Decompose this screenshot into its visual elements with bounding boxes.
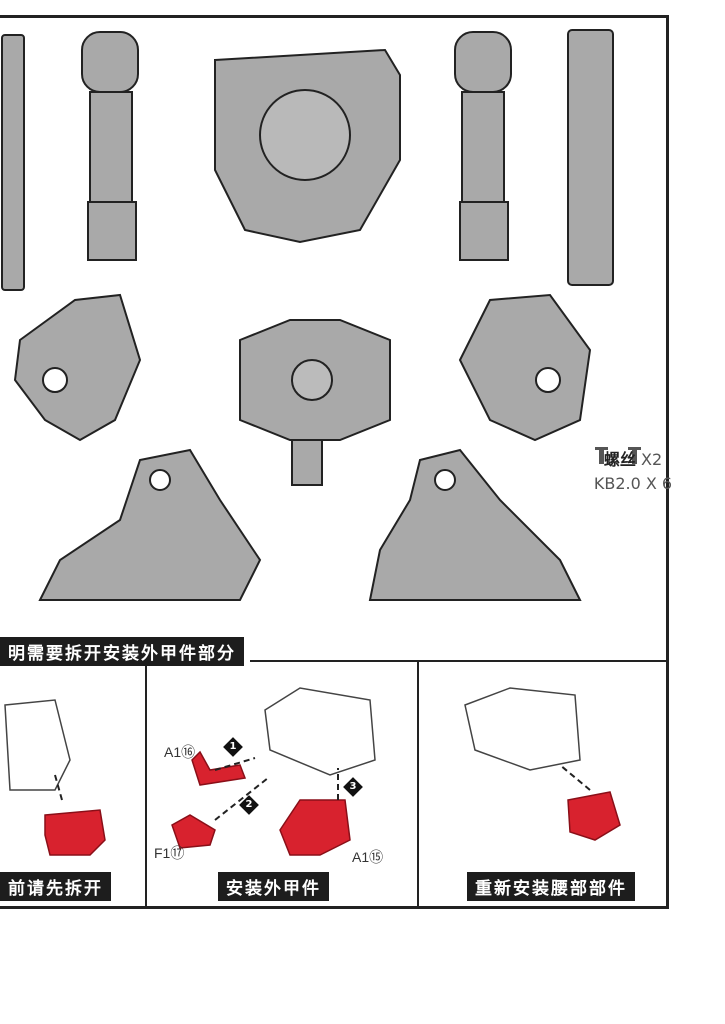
waist-outline-2	[264, 687, 376, 776]
red-part-panel3	[567, 791, 621, 841]
panel-3-caption: 重新安装腰部部件	[467, 872, 635, 901]
waist-outline-1	[4, 699, 71, 791]
panel-2-caption: 安装外甲件	[218, 872, 329, 901]
panel-divider-2	[417, 660, 419, 908]
screw-name: 螺丝	[603, 450, 636, 469]
frame-bottom	[0, 906, 669, 909]
screw-icon	[632, 448, 637, 464]
skirt-part-left	[38, 448, 262, 601]
arm-part-1-base	[87, 201, 137, 261]
screw-icon	[599, 448, 604, 464]
section-divider	[250, 660, 668, 662]
arm-part-2-top	[454, 31, 512, 93]
leg-part	[567, 29, 614, 286]
screw-spec: 螺丝 X2 KB2.0 X 6	[578, 448, 688, 496]
step-marker-3: 3	[343, 777, 363, 797]
hip-part-right	[458, 293, 592, 442]
skirt-part-right	[368, 448, 582, 601]
parts-diagram	[1, 29, 641, 601]
panel-1-caption: 前请先拆开	[0, 872, 111, 901]
waist-outline-3	[464, 687, 581, 771]
part-label-f1-17: F1⑰	[154, 845, 185, 861]
red-part-f1-17	[171, 814, 216, 849]
frame-top	[0, 15, 669, 18]
arm-part-left-edge	[1, 34, 25, 291]
arm-part-2-body	[461, 91, 505, 203]
screw-count: X2	[640, 450, 663, 469]
arm-part-1-top	[81, 31, 139, 93]
step-marker-2: 2	[239, 795, 259, 815]
hip-part-left	[13, 293, 142, 442]
step-marker-1: 1	[223, 737, 243, 757]
frame-right	[666, 15, 669, 908]
arm-part-2-base	[459, 201, 509, 261]
part-label-a1-15: A1⑮	[352, 849, 384, 865]
red-part-panel1	[44, 809, 106, 856]
screw-size: KB2.0 X 6	[593, 474, 673, 493]
red-part-a1-15	[279, 799, 351, 856]
screw-icons	[595, 447, 641, 464]
part-label-a1-16: A1⑯	[164, 744, 196, 760]
panel-divider-1	[145, 660, 147, 908]
section-banner: 明需要拆开安装外甲件部分	[0, 637, 244, 666]
red-part-a1-16	[191, 750, 247, 786]
arm-part-1-body	[89, 91, 133, 203]
assembly-diagrams	[4, 687, 621, 856]
